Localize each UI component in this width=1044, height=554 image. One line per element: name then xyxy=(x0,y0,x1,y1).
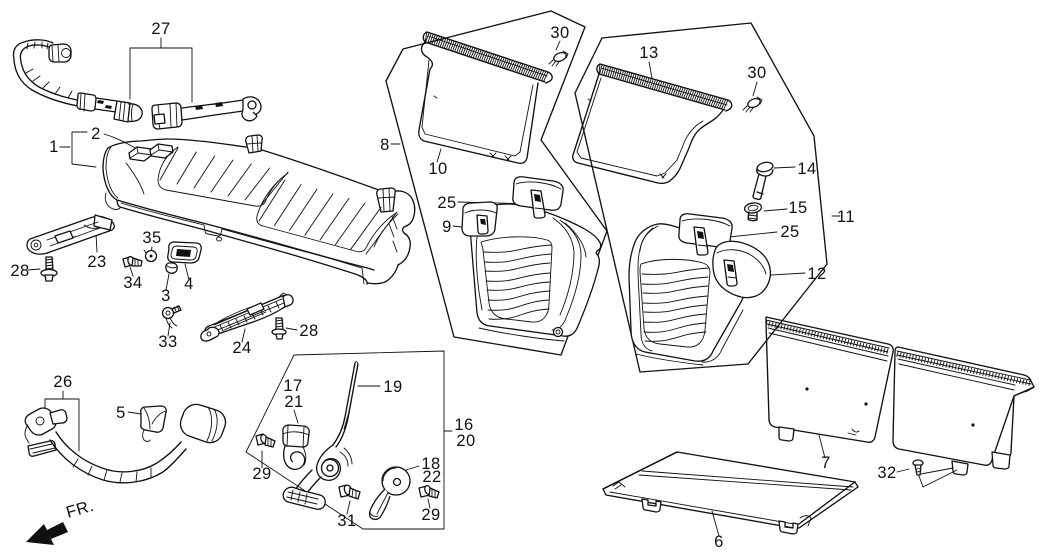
svg-text:26: 26 xyxy=(53,373,72,391)
svg-text:35: 35 xyxy=(142,229,161,247)
svg-text:9: 9 xyxy=(442,218,452,236)
svg-text:25: 25 xyxy=(437,194,456,212)
svg-text:21: 21 xyxy=(284,393,303,411)
svg-text:7: 7 xyxy=(821,454,831,472)
svg-text:10: 10 xyxy=(428,160,447,178)
svg-text:16: 16 xyxy=(454,416,473,434)
svg-text:32: 32 xyxy=(877,464,896,482)
svg-text:15: 15 xyxy=(788,199,807,217)
svg-text:24: 24 xyxy=(232,339,251,357)
svg-text:6: 6 xyxy=(714,533,724,551)
svg-text:34: 34 xyxy=(123,274,142,292)
svg-text:1: 1 xyxy=(49,138,59,156)
svg-text:29: 29 xyxy=(421,506,440,524)
svg-text:23: 23 xyxy=(87,253,106,271)
svg-text:4: 4 xyxy=(184,275,194,293)
svg-text:14: 14 xyxy=(797,160,816,178)
svg-text:31: 31 xyxy=(337,512,356,530)
svg-text:30: 30 xyxy=(747,64,766,82)
svg-text:30: 30 xyxy=(550,24,569,42)
svg-text:22: 22 xyxy=(422,468,441,486)
svg-text:20: 20 xyxy=(456,432,475,450)
svg-text:2: 2 xyxy=(91,125,101,143)
svg-text:25: 25 xyxy=(780,223,799,241)
svg-text:17: 17 xyxy=(283,377,302,395)
svg-text:13: 13 xyxy=(639,44,658,62)
svg-text:28: 28 xyxy=(299,322,318,340)
svg-text:27: 27 xyxy=(151,20,170,38)
svg-text:29: 29 xyxy=(252,465,271,483)
svg-text:3: 3 xyxy=(161,287,171,305)
svg-text:12: 12 xyxy=(807,265,826,283)
svg-text:5: 5 xyxy=(116,404,126,422)
svg-text:18: 18 xyxy=(421,455,440,473)
svg-text:11: 11 xyxy=(837,208,855,226)
svg-text:19: 19 xyxy=(383,378,402,396)
svg-text:33: 33 xyxy=(158,333,177,351)
svg-text:28: 28 xyxy=(10,262,29,280)
svg-text:8: 8 xyxy=(380,136,390,154)
